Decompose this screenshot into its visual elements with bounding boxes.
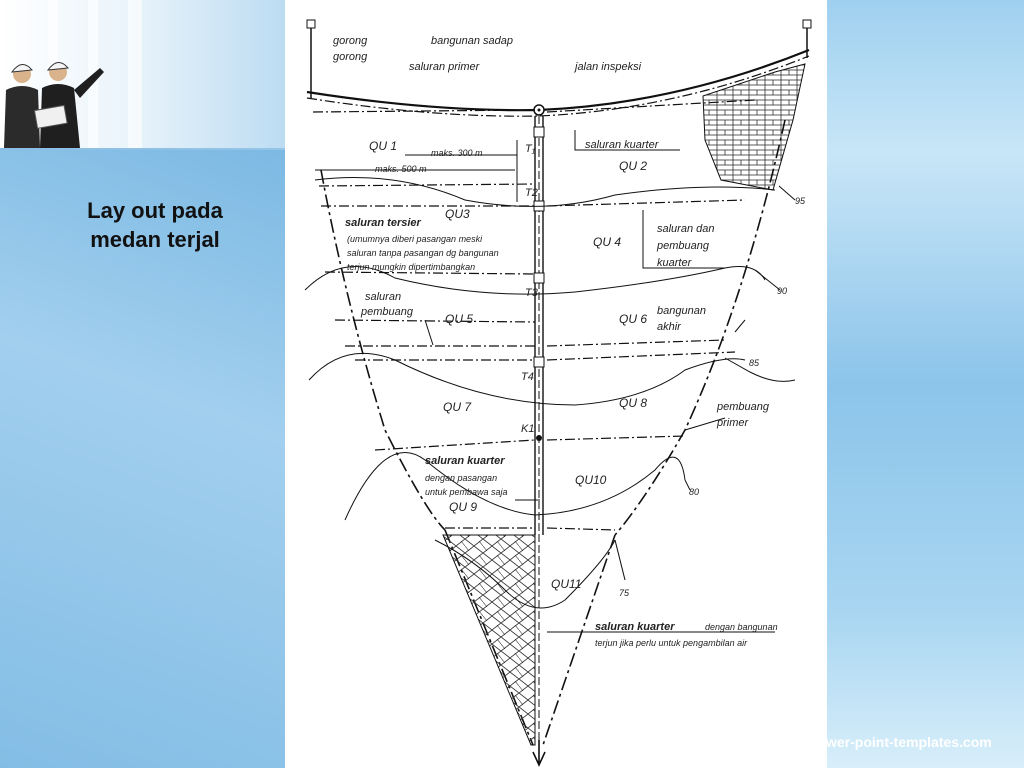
label-untuk-pembawa: untuk pembawa saja (425, 487, 508, 497)
label-contour75: 75 (619, 588, 630, 598)
label-pembuang-primer2: primer (716, 417, 750, 429)
label-qu8: QU 8 (619, 396, 647, 410)
label-t4: T4 (521, 371, 534, 383)
label-contour85: 85 (749, 358, 760, 368)
label-gorong1: gorong (333, 35, 368, 47)
label-qu10: QU10 (575, 473, 607, 487)
light-beam (128, 0, 142, 148)
label-saluran-pembuang2: pembuang (360, 306, 414, 318)
node-k1 (536, 435, 542, 441)
label-saluran-kuarter-top: saluran kuarter (585, 139, 660, 151)
dimension-lines (315, 130, 775, 633)
label-gorong2: gorong (333, 51, 368, 63)
layout-diagram: gorong gorong bangunan sadap saluran pri… (285, 0, 827, 768)
label-contour80: 80 (689, 487, 699, 497)
box-t4 (533, 356, 545, 368)
background-right (827, 0, 1024, 768)
primary-canal (306, 19, 812, 117)
label-dengan-bangunan: dengan bangunan (705, 622, 778, 632)
right-boundary (614, 119, 786, 536)
label-bangunan-akhir1: bangunan (657, 305, 706, 317)
contour-lines (304, 177, 796, 609)
tertiary-channel (533, 116, 545, 750)
label-terjun-note: terjun jika perlu untuk pengambilan air (595, 638, 748, 648)
label-saluran-kuarter-mid: saluran kuarter (425, 455, 505, 467)
slide-title-line1: Lay out pada (87, 198, 223, 223)
label-maks500: maks. 500 m (375, 164, 427, 174)
label-tersier-note1: (umumnya diberi pasangan meski (347, 234, 483, 244)
label-qu9: QU 9 (449, 500, 477, 514)
label-t3: T3 (525, 287, 539, 299)
label-qu4: QU 4 (593, 235, 621, 249)
label-tersier-note3: terjun mungkin dipertimbangkan (347, 262, 475, 272)
box-t1 (533, 126, 545, 138)
label-tersier-note2: saluran tanpa pasangan dg bangunan (347, 248, 499, 258)
label-jalan-inspeksi: jalan inspeksi (573, 61, 642, 73)
background-left (0, 150, 285, 768)
label-saluran-tersier: saluran tersier (345, 217, 422, 229)
label-dengan-pasangan: dengan pasangan (425, 473, 497, 483)
label-maks300: maks. 300 m (431, 148, 483, 158)
label-qu1: QU 1 (369, 139, 397, 153)
outlet-arrow (532, 740, 546, 767)
label-pembuang-primer1: pembuang (716, 401, 770, 413)
label-bangunan-sadap: bangunan sadap (431, 35, 513, 47)
stone-lining (442, 534, 536, 746)
header-banner (0, 0, 285, 148)
label-t1: T₁ (525, 143, 536, 155)
label-qu2: QU 2 (619, 159, 647, 173)
watermark: wer-point-templates.com (826, 734, 992, 750)
label-saluran-kuarter-bottom: saluran kuarter (595, 621, 675, 633)
label-qu3: QU3 (445, 207, 470, 221)
label-t2: T2 (525, 187, 538, 199)
label-saluran-dan3: kuarter (657, 257, 693, 269)
label-contour90: 90 (777, 286, 787, 296)
label-qu7: QU 7 (443, 400, 472, 414)
label-contour95: 95 (795, 196, 806, 206)
label-k1: K1 (521, 423, 534, 435)
label-qu11: QU11 (551, 577, 581, 591)
quaternary-channels (312, 99, 756, 531)
label-qu5: QU 5 (445, 312, 473, 326)
box-t3 (533, 272, 545, 284)
label-saluran-dan1: saluran dan (657, 223, 715, 235)
diagram-svg: gorong gorong bangunan sadap saluran pri… (304, 19, 812, 767)
label-saluran-dan2: pembuang (656, 240, 710, 252)
slide-title: Lay out pada medan terjal (40, 196, 270, 254)
label-saluran-pembuang1: saluran (365, 291, 401, 303)
rock-area (702, 63, 806, 191)
label-bangunan-akhir2: akhir (657, 321, 682, 333)
slide-title-line2: medan terjal (90, 227, 220, 252)
label-saluran-primer: saluran primer (409, 61, 481, 73)
workers-illustration (4, 62, 104, 148)
left-boundary (320, 169, 446, 531)
label-qu6: QU 6 (619, 312, 647, 326)
